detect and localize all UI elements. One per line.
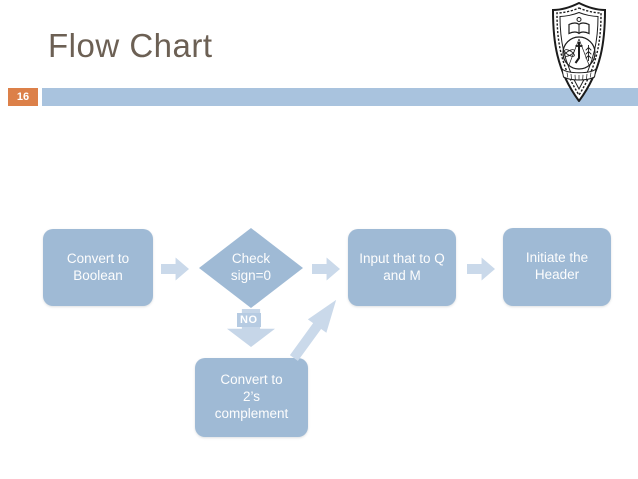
no-branch-label: NO: [237, 313, 261, 327]
slide-number: 16: [16, 91, 30, 103]
flow-arrow-right-icon: [312, 257, 340, 281]
node-label: Convert to 2’s complement: [214, 372, 289, 421]
header-divider-bar: [42, 88, 638, 106]
university-crest-icon: [551, 1, 607, 103]
node-convert-to-boolean: Convert to Boolean: [43, 229, 153, 306]
node-convert-2s-complement: Convert to 2’s complement: [195, 358, 308, 437]
node-check-sign-decision: Check sign=0: [199, 228, 303, 308]
node-label: Convert to Boolean: [66, 250, 130, 283]
node-label: Check sign=0: [230, 251, 272, 283]
page-title: Flow Chart: [48, 27, 213, 64]
return-arrow-diagonal-icon: [283, 292, 346, 366]
node-label: Initiate the Header: [525, 250, 589, 282]
node-initiate-header: Initiate the Header: [503, 228, 611, 306]
flow-arrow-right-icon: [467, 257, 495, 281]
flow-arrow-right-icon: [161, 257, 189, 281]
node-input-to-q-and-m: Input that to Q and M: [348, 229, 456, 306]
slide-number-badge: 16: [8, 88, 38, 106]
node-label: Input that to Q and M: [359, 250, 445, 283]
